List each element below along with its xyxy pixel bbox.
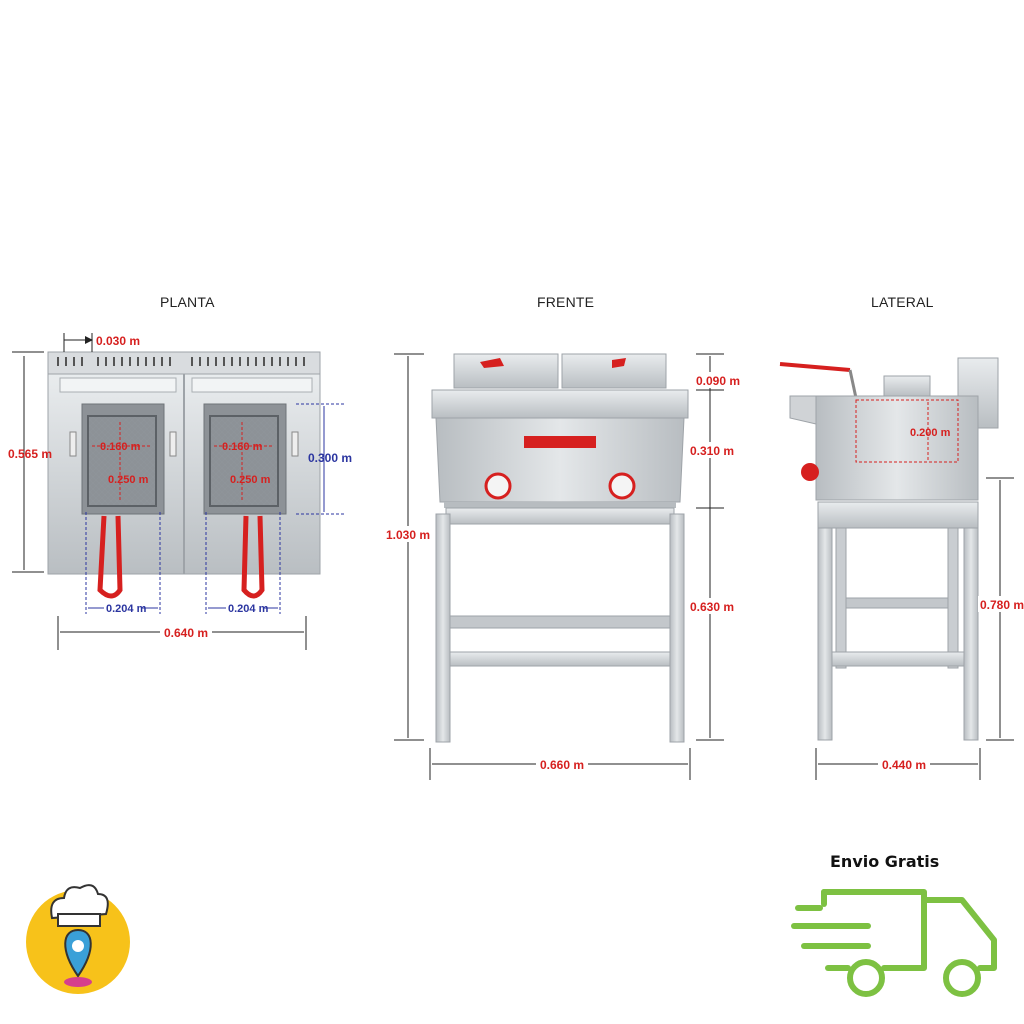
- planta-handle-left: [97, 515, 123, 599]
- planta-dim-width: 0.640 m: [164, 626, 208, 640]
- frente-dim-legs: 0.630 m: [690, 600, 734, 614]
- lateral-body: [815, 395, 979, 501]
- planta-dim-basket-inner-right: 0.160 m: [222, 441, 263, 453]
- lateral-dim-inner: 0.200 m: [910, 427, 951, 439]
- lateral-dim-width: 0.440 m: [882, 758, 926, 772]
- frente-dim-body: 0.310 m: [690, 444, 734, 458]
- lateral-view: 0.200 m 0.780 m 0.440 m: [779, 357, 1024, 780]
- planta-dim-basket-w-right: 0.204 m: [228, 603, 269, 615]
- frente-body: [435, 417, 685, 503]
- frente-brand-plate: [524, 436, 596, 448]
- lateral-title: LATERAL: [871, 294, 934, 310]
- chef-hat-location-logo: [26, 884, 130, 994]
- planta-dim-basket-len-right: 0.250 m: [230, 474, 271, 486]
- planta-dim-basket-len-left: 0.250 m: [108, 474, 149, 486]
- planta-dim-depth: 0.565 m: [8, 447, 52, 461]
- frente-top: [431, 389, 689, 419]
- delivery-truck-icon: [791, 889, 997, 997]
- lateral-knob: [801, 463, 819, 481]
- planta-dim-basket-w-left: 0.204 m: [106, 603, 147, 615]
- frente-leg-left: [435, 513, 451, 743]
- planta-title: PLANTA: [160, 294, 215, 310]
- lateral-leg-front: [817, 527, 833, 741]
- planta-dim-top-offset: 0.030 m: [96, 334, 140, 348]
- frente-knob-right: [608, 472, 636, 500]
- planta-handle-right: [241, 515, 265, 599]
- planta-dim-basket-inner-left: 0.160 m: [100, 441, 141, 453]
- frente-knob-left: [484, 472, 512, 500]
- frente-dim-total-height: 1.030 m: [386, 528, 430, 542]
- lateral-leg-back: [963, 527, 979, 741]
- frente-dim-top: 0.090 m: [696, 374, 740, 388]
- frente-view: 0.090 m 0.310 m 0.630 m 1.030 m 0.660 m: [384, 353, 740, 780]
- frente-leg-right: [669, 513, 685, 743]
- free-shipping-label: Envio Gratis: [830, 852, 940, 871]
- frente-title: FRENTE: [537, 294, 595, 310]
- planta-basket-right: [209, 415, 279, 507]
- frente-dim-width: 0.660 m: [540, 758, 584, 772]
- planta-basket-left: [87, 415, 157, 507]
- planta-dim-basket-depth: 0.300 m: [308, 451, 352, 465]
- lateral-dim-height: 0.780 m: [980, 598, 1024, 612]
- planta-view: 0.030 m 0.565 m 0.300 m 0.160 m 0.160 m …: [8, 333, 352, 650]
